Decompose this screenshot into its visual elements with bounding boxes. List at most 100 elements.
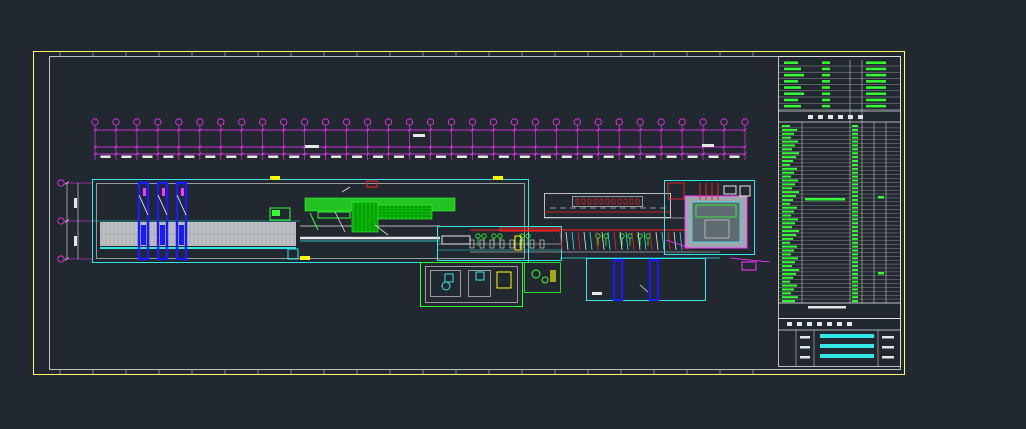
strip-cell (629, 198, 634, 205)
dim-text-block (645, 155, 656, 158)
legend-text-mark (782, 296, 798, 299)
dim-text-block (121, 155, 132, 158)
process-unit-box (489, 239, 495, 249)
grid-bubble (133, 118, 141, 126)
legend-text-mark (852, 284, 858, 287)
legend-text-mark (852, 136, 858, 139)
grid-bubble (573, 118, 581, 126)
legend-text-mark (852, 288, 858, 291)
title-glyph (847, 322, 852, 326)
dim-text-block (142, 155, 153, 158)
strip-cell (581, 198, 586, 205)
legend-text-mark (852, 206, 858, 209)
dim-text-block (415, 155, 425, 158)
strip-cell (599, 198, 604, 205)
grid-bubble (489, 118, 497, 126)
legend-text-mark (782, 300, 795, 303)
legend-text-mark (782, 175, 791, 178)
legend-text-mark (782, 198, 793, 201)
legend-text-mark (822, 67, 830, 71)
dim-text-block (247, 155, 258, 158)
dim-text-block (268, 155, 279, 158)
legend-text-mark (782, 160, 793, 163)
legend-text-mark (852, 179, 858, 182)
legend-text-mark (852, 226, 858, 229)
process-unit (655, 231, 659, 251)
legend-text-mark (784, 92, 804, 95)
legend-text-mark (782, 288, 794, 291)
legend-text-mark (782, 222, 795, 225)
legend-text-mark (852, 148, 858, 151)
strip-cell (611, 198, 616, 205)
dimension-text-blocks (100, 155, 740, 158)
dim-text-block (394, 155, 405, 158)
legend-text-mark (782, 171, 794, 174)
grid-bubble (426, 118, 435, 126)
legend-text-mark (852, 257, 858, 260)
legend-text-mark (852, 245, 858, 248)
legend-footer-mark (808, 306, 846, 309)
process-unit (679, 231, 683, 251)
legend-text-mark (782, 276, 793, 279)
legend-text-mark (852, 253, 858, 256)
legend-text-mark (822, 61, 830, 64)
overall-dimension-text (305, 145, 319, 148)
process-unit-box (509, 239, 515, 249)
tree-marker (645, 233, 651, 239)
legend-text-mark (878, 272, 884, 275)
dim-text-block (519, 155, 530, 158)
legend-text-mark (852, 214, 858, 217)
legend-text-mark (852, 261, 858, 264)
title-glyph (827, 322, 832, 326)
title-cell-mark (882, 336, 894, 339)
legend-text-mark (852, 156, 858, 159)
heading-glyph (818, 115, 823, 119)
legend-table (778, 56, 901, 319)
legend-text-mark (782, 265, 792, 268)
title-cell-mark (800, 346, 810, 349)
dim-text-block (310, 155, 321, 158)
grid-bubble (447, 118, 456, 126)
legend-text-mark (822, 73, 830, 77)
dim-text-block (603, 155, 614, 158)
legend-text-mark (852, 292, 858, 295)
legend-text-mark (866, 98, 886, 102)
process-unit-box (539, 239, 545, 249)
legend-text-mark (782, 167, 797, 170)
legend-text-mark (782, 202, 790, 205)
title-glyph (837, 322, 842, 326)
legend-text-mark (782, 268, 799, 271)
process-strip-upper (544, 193, 685, 219)
legend-text-mark (866, 86, 886, 89)
dim-text-block (582, 155, 593, 158)
legend-text-mark (866, 80, 886, 83)
strip-cell (593, 198, 598, 205)
strip-cell (575, 198, 580, 205)
grid-bubble (238, 118, 246, 126)
grid-bubble (322, 118, 330, 126)
process-unit (589, 231, 593, 251)
grid-bubble (112, 118, 120, 126)
legend-text-mark (782, 257, 798, 260)
legend-text-mark (782, 191, 799, 194)
legend-text-mark (782, 144, 795, 147)
dim-text-block (477, 155, 488, 158)
grid-bubble (384, 118, 393, 126)
grid-bubble (405, 118, 414, 126)
tree-marker (603, 233, 609, 239)
grid-bubble (615, 118, 623, 126)
dim-text-block (708, 155, 719, 158)
heading-glyph (828, 115, 833, 119)
heading-glyph (808, 115, 813, 119)
row-grid-axes (57, 179, 92, 263)
grid-bubble (657, 118, 665, 126)
legend-text-mark (852, 171, 858, 174)
legend-text-mark (782, 237, 793, 240)
process-unit (625, 231, 629, 251)
dim-text-block (729, 155, 740, 158)
legend-text-mark (822, 98, 830, 102)
legend-text-mark (782, 140, 798, 143)
process-unit (619, 231, 623, 251)
legend-rows (778, 125, 900, 309)
